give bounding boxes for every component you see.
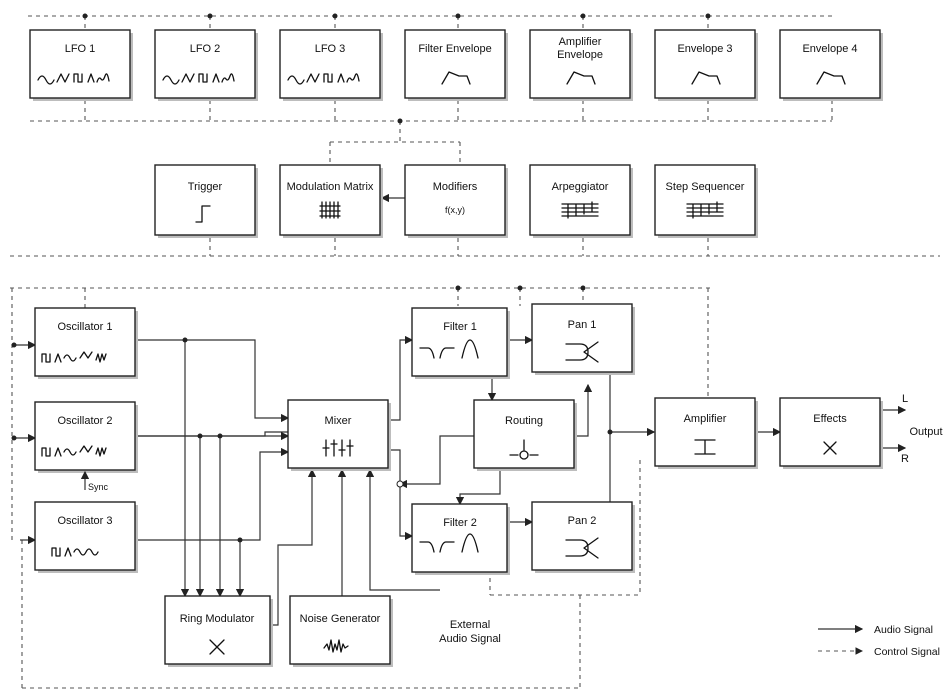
- trigger-label: Trigger: [188, 181, 223, 193]
- legend-control-signal: Control Signal: [874, 646, 940, 658]
- oscillator3-label: Oscillator 3: [57, 515, 112, 527]
- filter-curves-icon: [419, 339, 479, 359]
- output-label: Output: [909, 426, 942, 438]
- filter1-block: Filter 1: [411, 307, 510, 379]
- external-audio-label-line1: External: [450, 619, 490, 631]
- pan-icon: [565, 341, 599, 363]
- pan-icon: [565, 537, 599, 559]
- oscillator2-label: Oscillator 2: [57, 415, 112, 427]
- ring-modulator-label: Ring Modulator: [180, 613, 255, 625]
- mixer-label: Mixer: [325, 415, 352, 427]
- step-sequencer-block: Step Sequencer: [654, 164, 758, 238]
- filter2-block: Filter 2: [411, 503, 510, 575]
- oscillator-waveforms-icon: [41, 445, 107, 457]
- arpeggiator-block: Arpeggiator: [529, 164, 633, 238]
- oscillator1-block: Oscillator 1: [34, 307, 138, 379]
- oscillator2-block: Oscillator 2: [34, 401, 138, 473]
- sync-label-group: Sync: [80, 470, 109, 492]
- amplifier-envelope-label-line2: Envelope: [557, 49, 603, 61]
- ring-modulator-block: Ring Modulator: [164, 595, 273, 667]
- oscillator1-label: Oscillator 1: [57, 321, 112, 333]
- output-right-label: R: [901, 453, 909, 465]
- trigger-step-icon: [195, 205, 211, 223]
- routing-label: Routing: [505, 415, 543, 427]
- envelope3-label: Envelope 3: [677, 43, 732, 55]
- control-signal-lines: [10, 15, 940, 689]
- envelope-icon: [691, 71, 721, 85]
- envelope4-block: Envelope 4: [779, 29, 883, 101]
- oscillator-waveforms-icon: [51, 547, 99, 557]
- pan1-block: Pan 1: [531, 303, 635, 375]
- modifiers-block: Modifiers f(x,y): [404, 164, 508, 238]
- envelope4-label: Envelope 4: [802, 43, 857, 55]
- oscillator-waveforms-icon: [41, 351, 107, 363]
- modifiers-label: Modifiers: [433, 181, 478, 193]
- envelope-icon: [566, 71, 596, 85]
- filter-curves-icon: [419, 533, 479, 553]
- oscillator3-block: Oscillator 3: [34, 501, 138, 573]
- external-audio-label-line2: Audio Signal: [439, 633, 501, 645]
- envelope3-block: Envelope 3: [654, 29, 758, 101]
- legend: Audio Signal Control Signal: [874, 624, 940, 658]
- output-left-label: L: [902, 393, 908, 405]
- pan1-label: Pan 1: [568, 319, 597, 331]
- fader-icon: [322, 439, 354, 457]
- step-sequencer-label: Step Sequencer: [666, 181, 745, 193]
- effects-cross-icon: [823, 441, 837, 455]
- music-notes-icon: [561, 201, 599, 219]
- lfo2-block: LFO 2: [154, 29, 258, 101]
- ring-modulator-cross-icon: [209, 639, 225, 655]
- envelope-icon: [441, 71, 471, 85]
- routing-node-icon: [519, 450, 529, 460]
- amplifier-label: Amplifier: [684, 413, 727, 425]
- lfo-waveforms-icon: [287, 73, 360, 85]
- modulation-matrix-block: Modulation Matrix: [279, 164, 383, 238]
- legend-audio-signal: Audio Signal: [874, 624, 933, 636]
- lfo3-label: LFO 3: [315, 43, 346, 55]
- effects-label: Effects: [813, 413, 847, 425]
- filter1-label: Filter 1: [443, 321, 477, 333]
- amplifier-icon: [694, 439, 716, 455]
- modulation-matrix-label: Modulation Matrix: [287, 181, 374, 193]
- modifiers-formula: f(x,y): [445, 205, 465, 215]
- matrix-grid-icon: [319, 201, 341, 219]
- routing-block: Routing: [473, 399, 577, 471]
- pan2-block: Pan 2: [531, 501, 635, 573]
- filter-envelope-label: Filter Envelope: [418, 43, 491, 55]
- noise-icon: [323, 639, 349, 653]
- pan2-label: Pan 2: [568, 515, 597, 527]
- lfo-waveforms-icon: [162, 73, 235, 85]
- music-notes-icon: [686, 201, 724, 219]
- amplifier-envelope-block: Amplifier Envelope: [529, 29, 633, 101]
- noise-generator-label: Noise Generator: [300, 613, 381, 625]
- filter2-label: Filter 2: [443, 517, 477, 529]
- lfo1-label: LFO 1: [65, 43, 96, 55]
- mixer-block: Mixer: [287, 399, 391, 471]
- trigger-block: Trigger: [154, 164, 258, 238]
- sync-label: Sync: [88, 482, 109, 492]
- junction-dots: [11, 13, 711, 543]
- noise-generator-block: Noise Generator: [289, 595, 393, 667]
- routing-icon: [509, 439, 539, 456]
- lfo2-label: LFO 2: [190, 43, 221, 55]
- amplifier-block: Amplifier: [654, 397, 758, 469]
- lfo-waveforms-icon: [37, 73, 110, 85]
- envelope-icon: [816, 71, 846, 85]
- effects-block: Effects: [779, 397, 883, 469]
- filter-envelope-block: Filter Envelope: [404, 29, 508, 101]
- lfo1-block: LFO 1: [29, 29, 133, 101]
- amplifier-envelope-label-line1: Amplifier: [559, 36, 602, 48]
- arpeggiator-label: Arpeggiator: [552, 181, 609, 193]
- lfo3-block: LFO 3: [279, 29, 383, 101]
